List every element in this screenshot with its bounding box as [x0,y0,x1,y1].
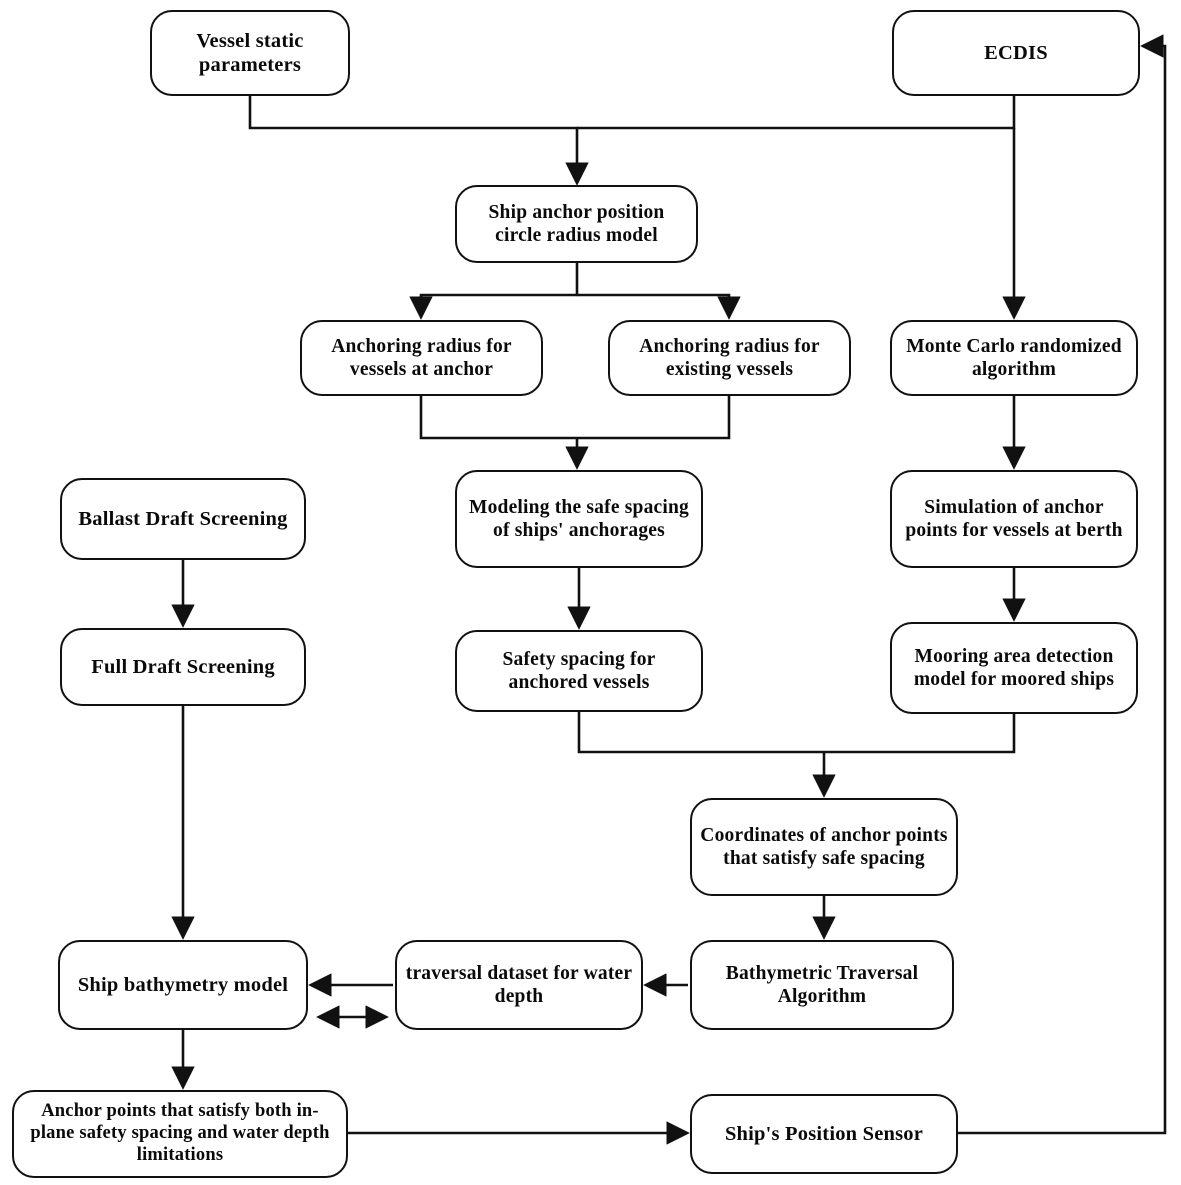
node-label: Ship bathymetry model [77,973,289,996]
node-label: Ship anchor position circle radius model [488,202,665,246]
node-safety-spacing-anchored-vessels[interactable]: Safety spacing for anchored vessels [455,630,703,712]
node-ships-position-sensor[interactable]: Ship's Position Sensor [690,1094,958,1174]
edge-ecdis-to-bus [577,96,1016,130]
node-label: Coordinates of anchor points that satisf… [700,825,948,869]
node-label: traversal dataset for water depth [405,963,633,1007]
node-vessel-static-parameters[interactable]: Vessel static parameters [150,10,350,96]
node-coordinates-anchor-points-safe-spacing[interactable]: Coordinates of anchor points that satisf… [690,798,958,896]
node-ship-bathymetry-model[interactable]: Ship bathymetry model [58,940,308,1030]
node-label: Ballast Draft Screening [78,507,288,530]
node-label: Simulation of anchor points for vessels … [905,497,1123,541]
node-bathymetric-traversal-algorithm[interactable]: Bathymetric Traversal Algorithm [690,940,954,1030]
edge-position-sensor-to-ecdis-feedback [958,34,1167,1135]
node-simulation-anchor-points-berth[interactable]: Simulation of anchor points for vessels … [890,470,1138,568]
edge-circle-split-bus-right [577,293,741,320]
edge-circle-split-bus [419,263,579,316]
node-ecdis[interactable]: ECDIS [892,10,1140,96]
edge-vessel-static-to-anchor-circle [248,96,589,186]
node-label: Vessel static parameters [196,29,304,76]
node-anchor-points-satisfy-both[interactable]: Anchor points that satisfy both in-plane… [12,1090,348,1178]
node-ship-anchor-position-circle-radius-model[interactable]: Ship anchor position circle radius model [455,185,698,263]
node-label: ECDIS [984,41,1048,64]
node-label: Anchoring radius for existing vessels [639,336,820,380]
node-ballast-draft-screening[interactable]: Ballast Draft Screening [60,478,306,560]
node-label: Anchoring radius for vessels at anchor [331,336,512,380]
node-anchoring-radius-vessels-at-anchor[interactable]: Anchoring radius for vessels at anchor [300,320,543,396]
node-label: Monte Carlo randomized algorithm [906,336,1122,380]
node-anchoring-radius-existing-vessels[interactable]: Anchoring radius for existing vessels [608,320,851,396]
node-mooring-area-detection-model[interactable]: Mooring area detection model for moored … [890,622,1138,714]
node-full-draft-screening[interactable]: Full Draft Screening [60,628,306,706]
node-traversal-dataset-water-depth[interactable]: traversal dataset for water depth [395,940,643,1030]
node-label: Mooring area detection model for moored … [913,646,1115,690]
node-label: Ship's Position Sensor [724,1122,924,1145]
node-label: Full Draft Screening [91,655,275,678]
node-label: Anchor points that satisfy both in-plane… [30,1101,330,1165]
node-label: Safety spacing for anchored vessels [502,649,656,693]
node-label: Modeling the safe spacing of ships' anch… [468,497,690,541]
node-modeling-safe-spacing-anchorages[interactable]: Modeling the safe spacing of ships' anch… [455,470,703,568]
edge-safety-spacing-merge-bus [577,712,1016,754]
edge-radius-at-anchor-down [419,396,731,440]
node-label: Bathymetric Traversal Algorithm [725,963,919,1007]
node-monte-carlo-randomized-algorithm[interactable]: Monte Carlo randomized algorithm [890,320,1138,396]
